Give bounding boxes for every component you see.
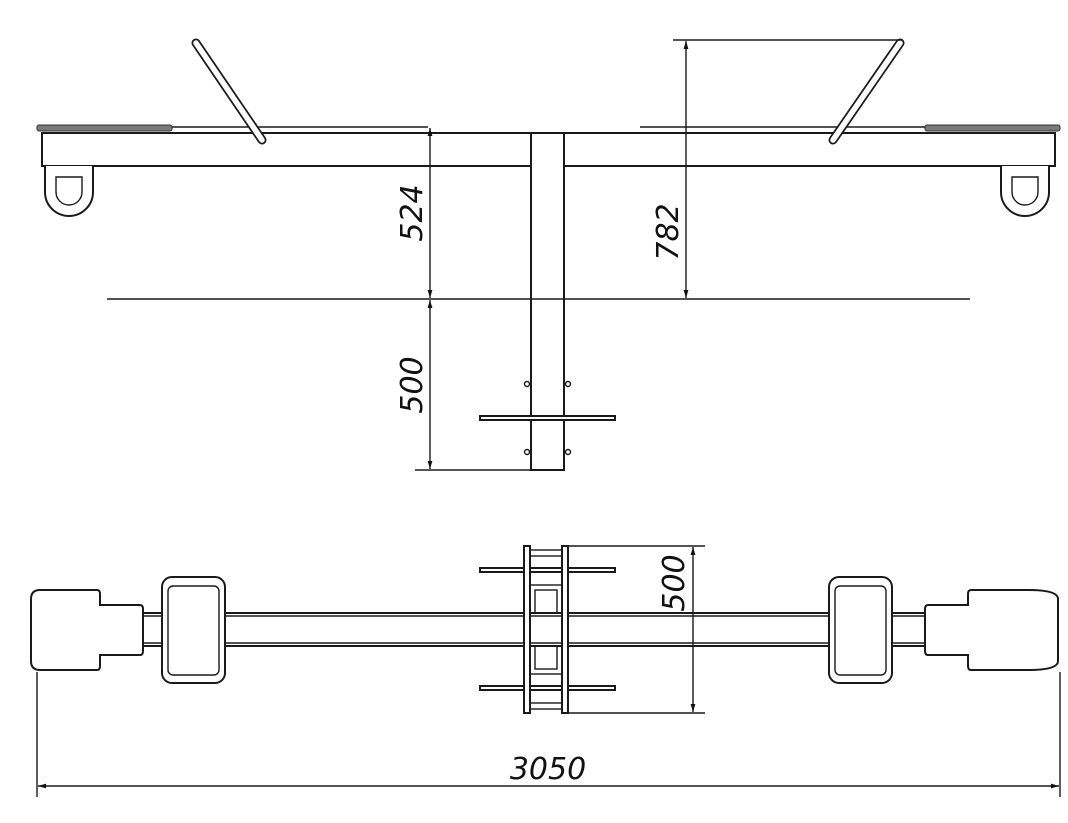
handle-frame-right	[828, 576, 893, 684]
center-post	[530, 132, 565, 471]
dimension-524-label: 524	[395, 184, 430, 241]
seat-pad-right	[924, 124, 1061, 132]
base-mount	[479, 545, 616, 714]
foot-loop-right	[1000, 166, 1050, 217]
seat-right-top	[924, 589, 1059, 671]
foot-loop-left	[44, 166, 94, 217]
handle-frame-left	[161, 576, 226, 684]
seat-left-top	[30, 589, 144, 671]
anchor-bar	[479, 415, 616, 421]
seat-pad-left	[36, 124, 173, 132]
dimension-500-depth-label: 500	[395, 356, 430, 413]
beam-top	[142, 612, 926, 647]
side-view: 524 500 782	[36, 38, 1061, 471]
top-view: 500 3050	[30, 545, 1061, 797]
bolt-holes	[523, 380, 572, 456]
dimension-782-label: 782	[651, 203, 686, 260]
dimension-500-width-label: 500	[657, 554, 692, 611]
dimension-3050-label: 3050	[510, 752, 586, 787]
